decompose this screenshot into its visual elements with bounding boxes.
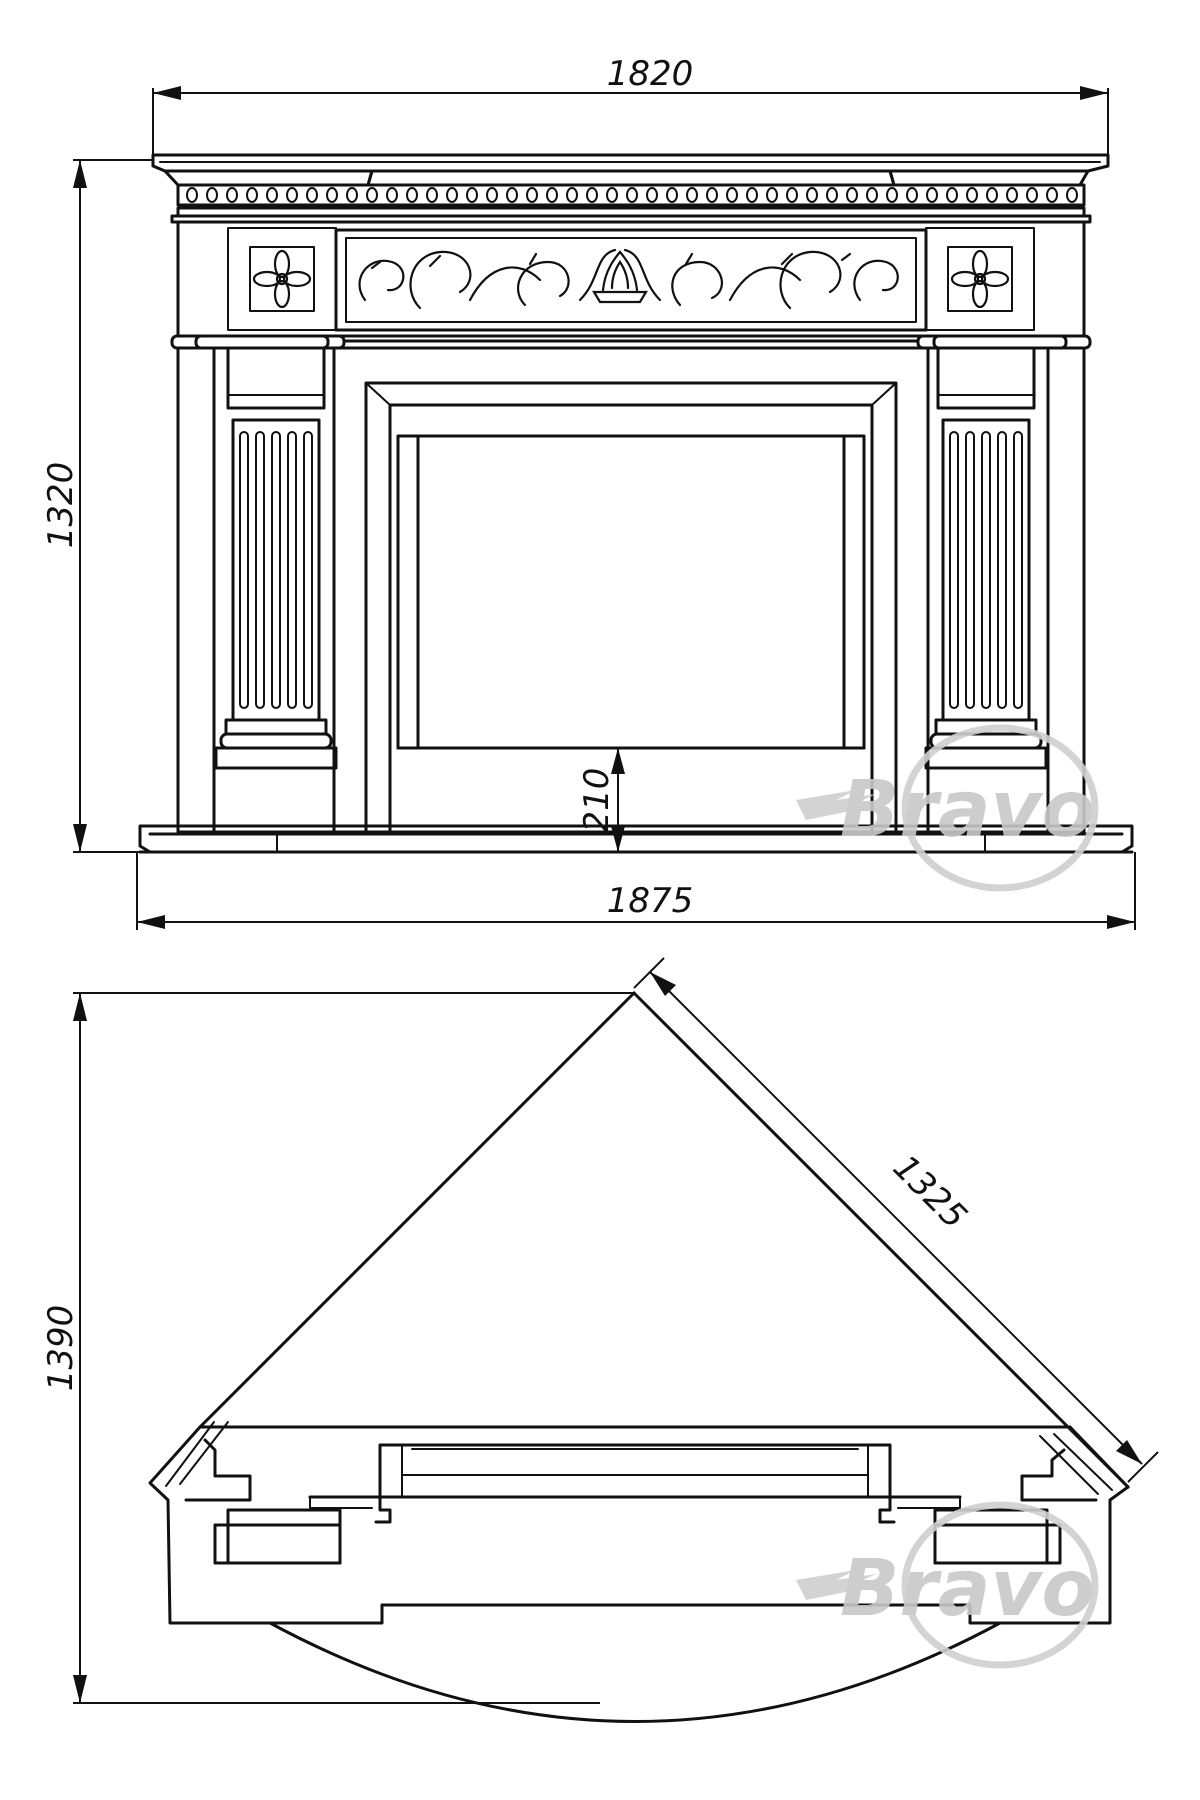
dentil [546,187,558,203]
dentil [706,187,718,203]
dentil [386,187,398,203]
flute [997,431,1007,709]
dentil [326,187,338,203]
dimension-width-top: 1820 [152,54,1109,155]
dentil [646,187,658,203]
dentil [826,187,838,203]
dentil [1066,187,1078,203]
flute [271,431,281,709]
rosette-left [249,246,315,312]
left-pilaster [176,346,338,834]
flute [255,431,265,709]
dentil [906,187,918,203]
flute [981,431,991,709]
dentil [346,187,358,203]
dentil [746,187,758,203]
dimension-width-base: 1875 [136,852,1136,930]
dimension-label-hearth-height: 210 [577,768,617,833]
dentil [426,187,438,203]
dentil [566,187,578,203]
dentil-row [186,187,1078,203]
dentil [226,187,238,203]
dimension-hearth-height: 210 [577,748,625,852]
frieze [176,220,1086,338]
firebox-surround [332,346,930,834]
dimension-label-height: 1320 [41,462,81,549]
dentil [186,187,198,203]
flute [239,431,249,709]
top-view: 1390 1325 [41,957,1159,1723]
dentil [966,187,978,203]
dentil [846,187,858,203]
dentil [1026,187,1038,203]
dentil [446,187,458,203]
dentil [786,187,798,203]
watermark-bottom: Bravo [796,1501,1099,1669]
dentil [526,187,538,203]
dentil [366,187,378,203]
flute [1013,431,1023,709]
dimension-label-width-top: 1820 [607,54,694,94]
dentil [306,187,318,203]
dentil [606,187,618,203]
flutes-left [239,431,313,709]
dentil [766,187,778,203]
dimension-label-depth: 1390 [41,1305,81,1392]
dentil [586,187,598,203]
dentil [246,187,258,203]
dentil [866,187,878,203]
capital-band [170,334,1092,350]
mantel-cornice [151,153,1110,224]
dentil [1006,187,1018,203]
svg-text:Bravo: Bravo [840,1544,1095,1634]
corner-plan [198,991,1130,1489]
base-plinth [138,824,1134,854]
flutes-right [949,431,1023,709]
flute [303,431,313,709]
dimension-height: 1320 [41,159,152,853]
dentil [206,187,218,203]
dentil [1046,187,1058,203]
dentil [926,187,938,203]
dentil [466,187,478,203]
mantel-plan-outline [148,1421,1130,1625]
dentil [666,187,678,203]
front-view: 1820 1320 [41,54,1136,930]
dentil [946,187,958,203]
frieze-scroll-ornament [358,248,899,310]
flute [287,431,297,709]
dimension-label-width-base: 1875 [607,881,694,921]
dentil [726,187,738,203]
dentil [266,187,278,203]
dentil [486,187,498,203]
dentil [506,187,518,203]
dimension-depth: 1390 [41,992,635,1704]
hearth-arc [268,1621,1002,1723]
dentil [626,187,638,203]
dimension-label-side-length: 1325 [885,1147,974,1236]
dentil [886,187,898,203]
flute [965,431,975,709]
right-pilaster [924,346,1086,834]
dimension-side-length: 1325 [633,957,1159,1483]
flute [949,431,959,709]
rosette-right [947,246,1013,312]
dentil [286,187,298,203]
svg-text:Bravo: Bravo [840,765,1095,855]
dentil [986,187,998,203]
watermark-top: Bravo [796,724,1099,892]
dentil [806,187,818,203]
dentil [686,187,698,203]
dentil [406,187,418,203]
